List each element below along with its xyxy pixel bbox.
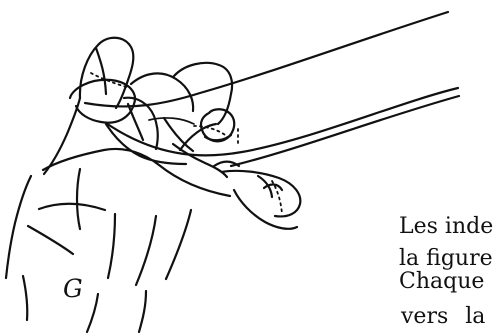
body-text-line-4: vers la [401,306,485,328]
body-text-line-3: Chaque [399,271,484,293]
figure-label: G [63,276,84,302]
body-text-line-1: Les inde [399,216,493,238]
body-text-line-2: la figure [399,248,493,270]
